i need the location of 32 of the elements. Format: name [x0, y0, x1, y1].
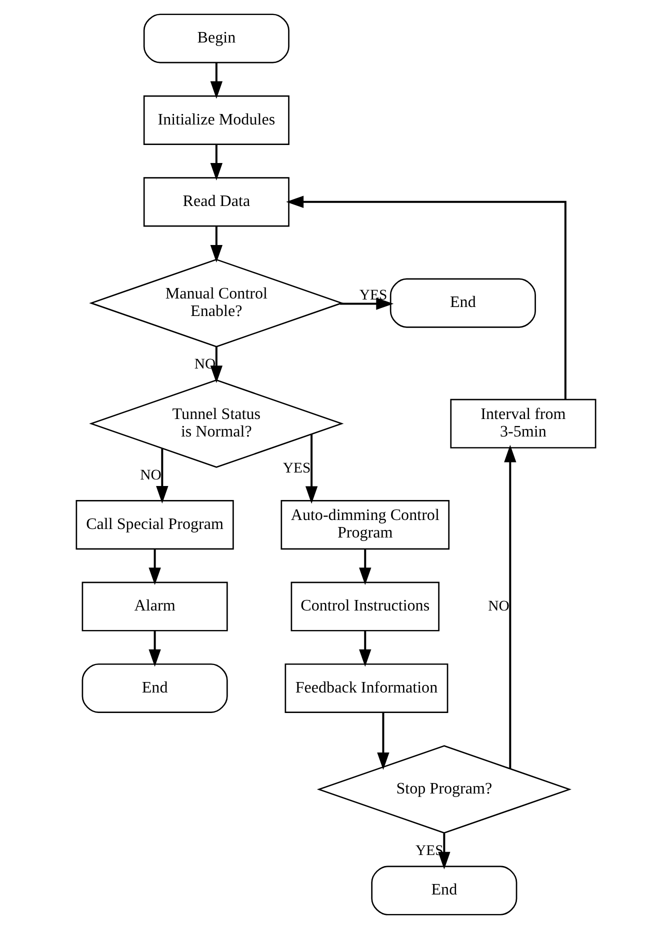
node-box: Control Instructions: [290, 581, 440, 631]
arrow: [504, 444, 516, 768]
node-box: End: [390, 278, 536, 328]
node-box: Begin: [143, 13, 290, 63]
arrow: [210, 346, 223, 383]
node-diamond: Manual Control Enable?: [89, 258, 344, 347]
node-box: Read Data: [143, 176, 290, 226]
arrow: [359, 630, 372, 666]
edge-label: NO: [140, 467, 162, 484]
node-diamond: Stop Program?: [316, 744, 572, 834]
edge-label: NO: [488, 598, 510, 614]
edge-label: YES: [359, 286, 388, 303]
node-box: Initialize Modules: [143, 94, 290, 144]
node-box: Auto-dimming Control Program: [280, 500, 450, 550]
node-box: Feedback Information: [284, 662, 448, 713]
node-box: Interval from 3-5min: [450, 398, 596, 448]
arrow: [210, 144, 223, 180]
arrow: [156, 448, 168, 503]
arrow: [148, 630, 161, 666]
arrow: [148, 548, 161, 585]
node-box: End: [371, 865, 518, 915]
node-box: End: [82, 662, 228, 713]
arrow: [305, 434, 318, 504]
node-box: Call Special Program: [76, 500, 234, 550]
arrow: [210, 226, 223, 262]
node-box: Alarm: [82, 581, 228, 631]
arrow: [377, 712, 390, 770]
arrow: [210, 62, 223, 98]
arrow: [286, 195, 566, 399]
arrow: [340, 297, 394, 310]
arrow: [438, 832, 450, 869]
arrow: [359, 548, 372, 585]
